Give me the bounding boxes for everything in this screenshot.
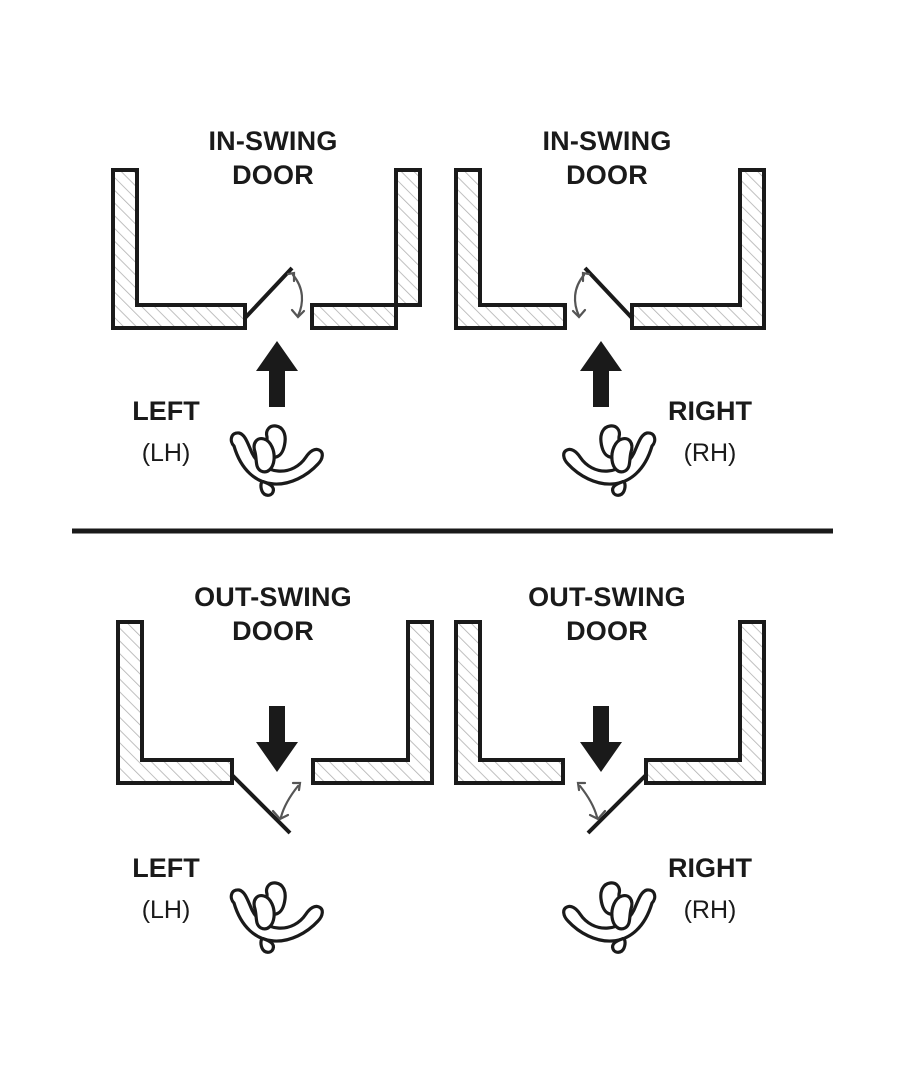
swing-arc (279, 784, 300, 819)
panel-title-line1: OUT-SWING (528, 582, 686, 612)
wall-right (644, 620, 766, 785)
swing-arc (573, 273, 586, 318)
swing-arc (291, 273, 304, 318)
panel-in-swing-left: IN-SWING DOOR LEFT (LH) (111, 126, 422, 497)
wall-right (310, 168, 422, 330)
panel-title-line2: DOOR (232, 616, 314, 646)
hand-abbrev: (LH) (142, 896, 191, 924)
wall-right (630, 168, 766, 330)
door-panel-swing-line (586, 773, 648, 835)
swing-arc (578, 784, 599, 819)
swing-arc-head-end (588, 809, 607, 821)
hand-label: LEFT (132, 853, 200, 883)
wall-left (111, 168, 247, 330)
panel-title-line2: DOOR (232, 160, 314, 190)
swing-arc-head-start (286, 271, 296, 283)
swing-arc-head-start (576, 781, 587, 792)
panel-title-line1: IN-SWING (542, 126, 671, 156)
swing-arc-head-end (290, 308, 306, 319)
wall-left (454, 168, 567, 330)
door-panel-swing-line (583, 266, 634, 320)
panel-out-swing-right: OUT-SWING DOOR RIGHT (RH) (454, 582, 766, 952)
hand-label: RIGHT (668, 396, 753, 426)
panel-title-line1: OUT-SWING (194, 582, 352, 612)
swing-arc-head-end (571, 308, 587, 319)
wall-left (454, 620, 565, 785)
hand-label: RIGHT (668, 853, 753, 883)
panel-title-line2: DOOR (566, 160, 648, 190)
panel-in-swing-right: IN-SWING DOOR RIGHT (RH) (454, 126, 766, 495)
hand-label: LEFT (132, 396, 200, 426)
hand-abbrev: (RH) (684, 439, 737, 467)
wall-right (311, 620, 434, 785)
panel-title-line1: IN-SWING (208, 126, 337, 156)
hand-abbrev: (LH) (142, 439, 191, 467)
hand-abbrev: (RH) (684, 896, 737, 924)
door-panel-swing-line (243, 266, 294, 320)
swing-arc-head-start (291, 781, 302, 792)
swing-arc-head-end (271, 809, 290, 821)
panel-out-swing-left: OUT-SWING DOOR LEFT (LH) (116, 582, 434, 954)
panel-title-line2: DOOR (566, 616, 648, 646)
swing-arc-head-start (581, 271, 591, 283)
wall-left (116, 620, 234, 785)
door-panel-swing-line (230, 773, 292, 835)
